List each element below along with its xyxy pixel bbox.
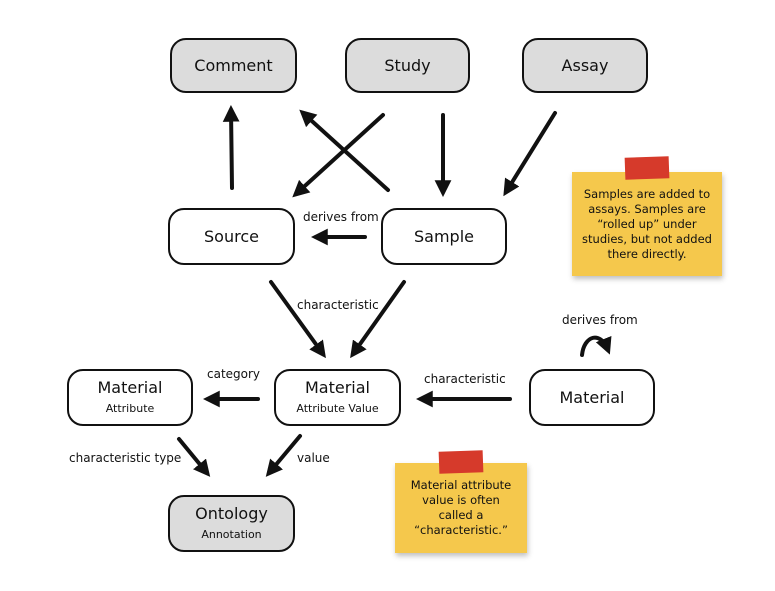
material-attribute-node-subtitle: Attribute — [105, 402, 155, 415]
comment-node: Comment — [170, 38, 297, 93]
material-attribute-value-node: Material Attribute Value — [274, 369, 401, 426]
arrow-study-to-source — [292, 113, 385, 198]
sticky-note-material-attribute: Material attribute value is often called… — [395, 463, 527, 553]
sticky-note-material-attribute-text: Material attribute value is often called… — [410, 478, 512, 537]
material-attribute-value-node-title: Material — [305, 378, 370, 397]
sample-node-title: Sample — [414, 227, 474, 246]
arrow-source-to-attribute-value — [269, 280, 326, 359]
sticky-note-material-attribute-tape — [438, 450, 484, 474]
source-node-title: Source — [204, 227, 259, 246]
study-node: Study — [345, 38, 470, 93]
material-node-title: Material — [559, 388, 625, 407]
ontology-annotation-node-title: Ontology — [195, 504, 268, 523]
arrow-source-to-comment — [222, 104, 240, 190]
arrow-sample-to-comment — [299, 109, 390, 192]
study-node-title: Study — [384, 56, 431, 75]
edge-label-characteristic-type: characteristic type — [69, 451, 182, 465]
sticky-note-samples: Samples are added to assays. Samples are… — [572, 172, 722, 276]
edge-label-value: value — [297, 451, 330, 465]
arrow-attribute-to-ontology — [177, 437, 211, 477]
ontology-annotation-node-subtitle: Annotation — [201, 528, 262, 541]
sticky-note-samples-tape — [624, 156, 670, 180]
edge-label-derives-from-material: derives from — [562, 313, 638, 327]
assay-node: Assay — [522, 38, 648, 93]
edge-label-characteristic-material: characteristic — [424, 372, 506, 386]
source-node: Source — [168, 208, 295, 265]
arrow-sample-to-attribute-value — [350, 280, 406, 359]
edge-label-derives-from-sample: derives from — [303, 210, 379, 224]
ontology-annotation-node: Ontology Annotation — [168, 495, 295, 552]
material-attribute-value-node-subtitle: Attribute Value — [296, 402, 379, 415]
arrow-assay-to-sample — [503, 111, 557, 197]
comment-node-title: Comment — [194, 56, 273, 75]
material-node: Material — [529, 369, 655, 426]
sample-node: Sample — [381, 208, 507, 265]
sticky-note-samples-text: Samples are added to assays. Samples are… — [582, 186, 712, 261]
assay-node-title: Assay — [561, 56, 609, 75]
arrow-material-derives-from-self — [580, 335, 612, 357]
material-attribute-node: Material Attribute — [67, 369, 193, 426]
edge-label-category: category — [207, 367, 261, 381]
material-attribute-node-title: Material — [97, 378, 163, 397]
arrow-value-to-ontology — [265, 434, 302, 477]
edge-label-characteristic-sample: characteristic — [297, 298, 379, 312]
